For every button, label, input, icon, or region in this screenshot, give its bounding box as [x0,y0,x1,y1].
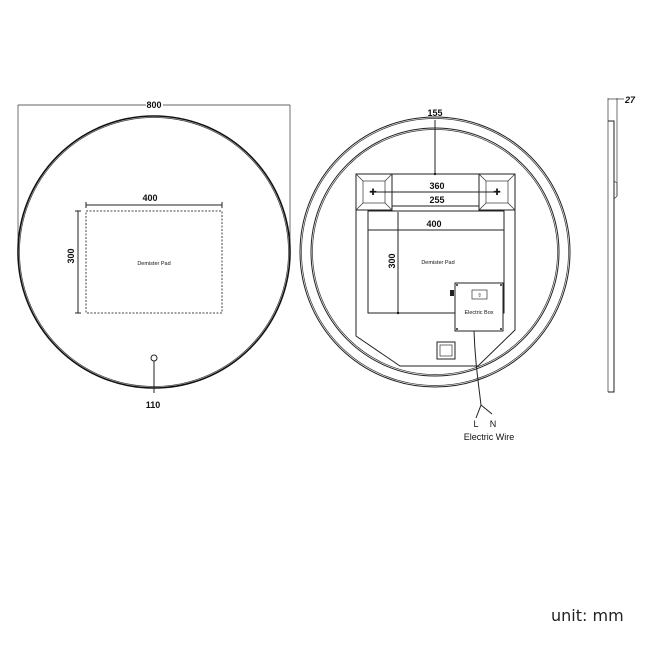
demister-height-dimension: 300 [66,210,81,314]
back-view: 155 ✚ ✚ 360 [299,108,571,442]
keyhole-icon: ✚ [493,187,501,197]
overall-width-label: 800 [146,100,161,110]
top-offset-dimension: 155 [427,108,443,176]
back-demister-height-dimension: 300 [387,212,400,315]
back-demister-height-label: 300 [387,253,397,268]
front-view: 800 Demister Pad 400 300 110 [17,100,291,410]
top-offset-label: 155 [427,108,442,118]
wire-neutral-label: N [490,419,497,429]
back-demister-label: Demister Pad [421,260,454,266]
demister-pad-label: Demister Pad [137,261,170,267]
bracket-inner-dimension: 255 [392,195,479,207]
demister-width-label: 400 [142,193,157,203]
switch-box [436,341,456,360]
overall-width-dimension: 800 [17,100,291,248]
electric-box: ⇧ Electric Box [454,282,504,332]
back-outer-ring [299,116,571,388]
touch-sensor: 110 [146,354,161,410]
demister-height-label: 300 [66,248,76,263]
back-demister-width-dimension: 400 [367,219,505,233]
electric-wire-label: Electric Wire [464,432,515,442]
back-demister-pad [367,210,505,314]
wire-live-label: L [473,419,478,429]
demister-width-dimension: 400 [85,193,223,208]
bracket-span-dimension: 360 [373,181,497,193]
sensor-icon [150,354,158,362]
back-demister-width-label: 400 [426,219,441,229]
demister-pad [85,210,223,314]
side-profile [608,120,615,393]
bracket-span-label: 360 [429,181,444,191]
electric-wire: L N Electric Wire [464,330,515,442]
depth-label: 27 [624,95,636,105]
arrow-up-icon: ⇧ [477,292,482,299]
connector-icon [450,290,454,296]
bracket-inner-label: 255 [429,195,444,205]
sensor-offset-label: 110 [146,400,161,410]
unit-label: unit: mm [551,606,624,625]
electric-box-label: Electric Box [464,310,493,316]
side-view: 27 [607,95,636,393]
